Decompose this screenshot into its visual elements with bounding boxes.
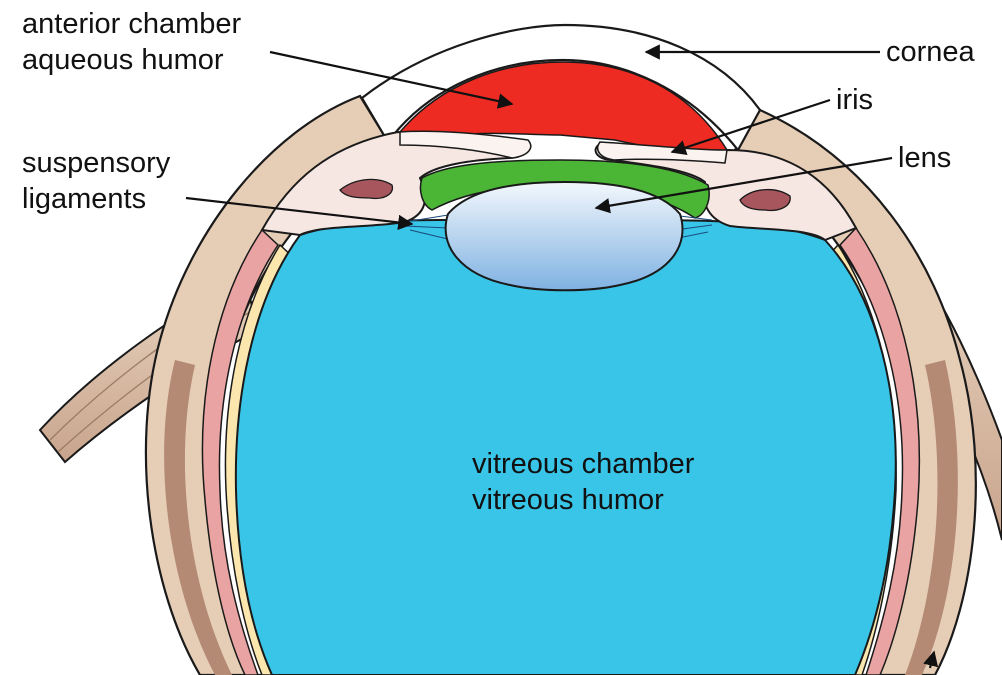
lens <box>446 182 683 290</box>
iris-label: iris <box>836 82 873 118</box>
anterior-chamber-label-line2: aqueous humor <box>22 42 241 78</box>
vitreous-chamber-label-line2: vitreous humor <box>472 482 694 518</box>
lens-label: lens <box>898 140 951 176</box>
suspensory-ligaments-label-line2: ligaments <box>22 181 170 217</box>
lens-label-text: lens <box>898 140 951 176</box>
vitreous-chamber-label: vitreous chamber vitreous humor <box>472 446 694 518</box>
suspensory-ligaments-label-line1: suspensory <box>22 145 170 181</box>
anterior-chamber-label: anterior chamber aqueous humor <box>22 6 241 78</box>
cornea-label: cornea <box>886 34 975 70</box>
cornea-label-text: cornea <box>886 34 975 70</box>
iris-label-text: iris <box>836 82 873 118</box>
vitreous-chamber-label-line1: vitreous chamber <box>472 446 694 482</box>
anterior-chamber-label-line1: anterior chamber <box>22 6 241 42</box>
suspensory-ligaments-label: suspensory ligaments <box>22 145 170 217</box>
